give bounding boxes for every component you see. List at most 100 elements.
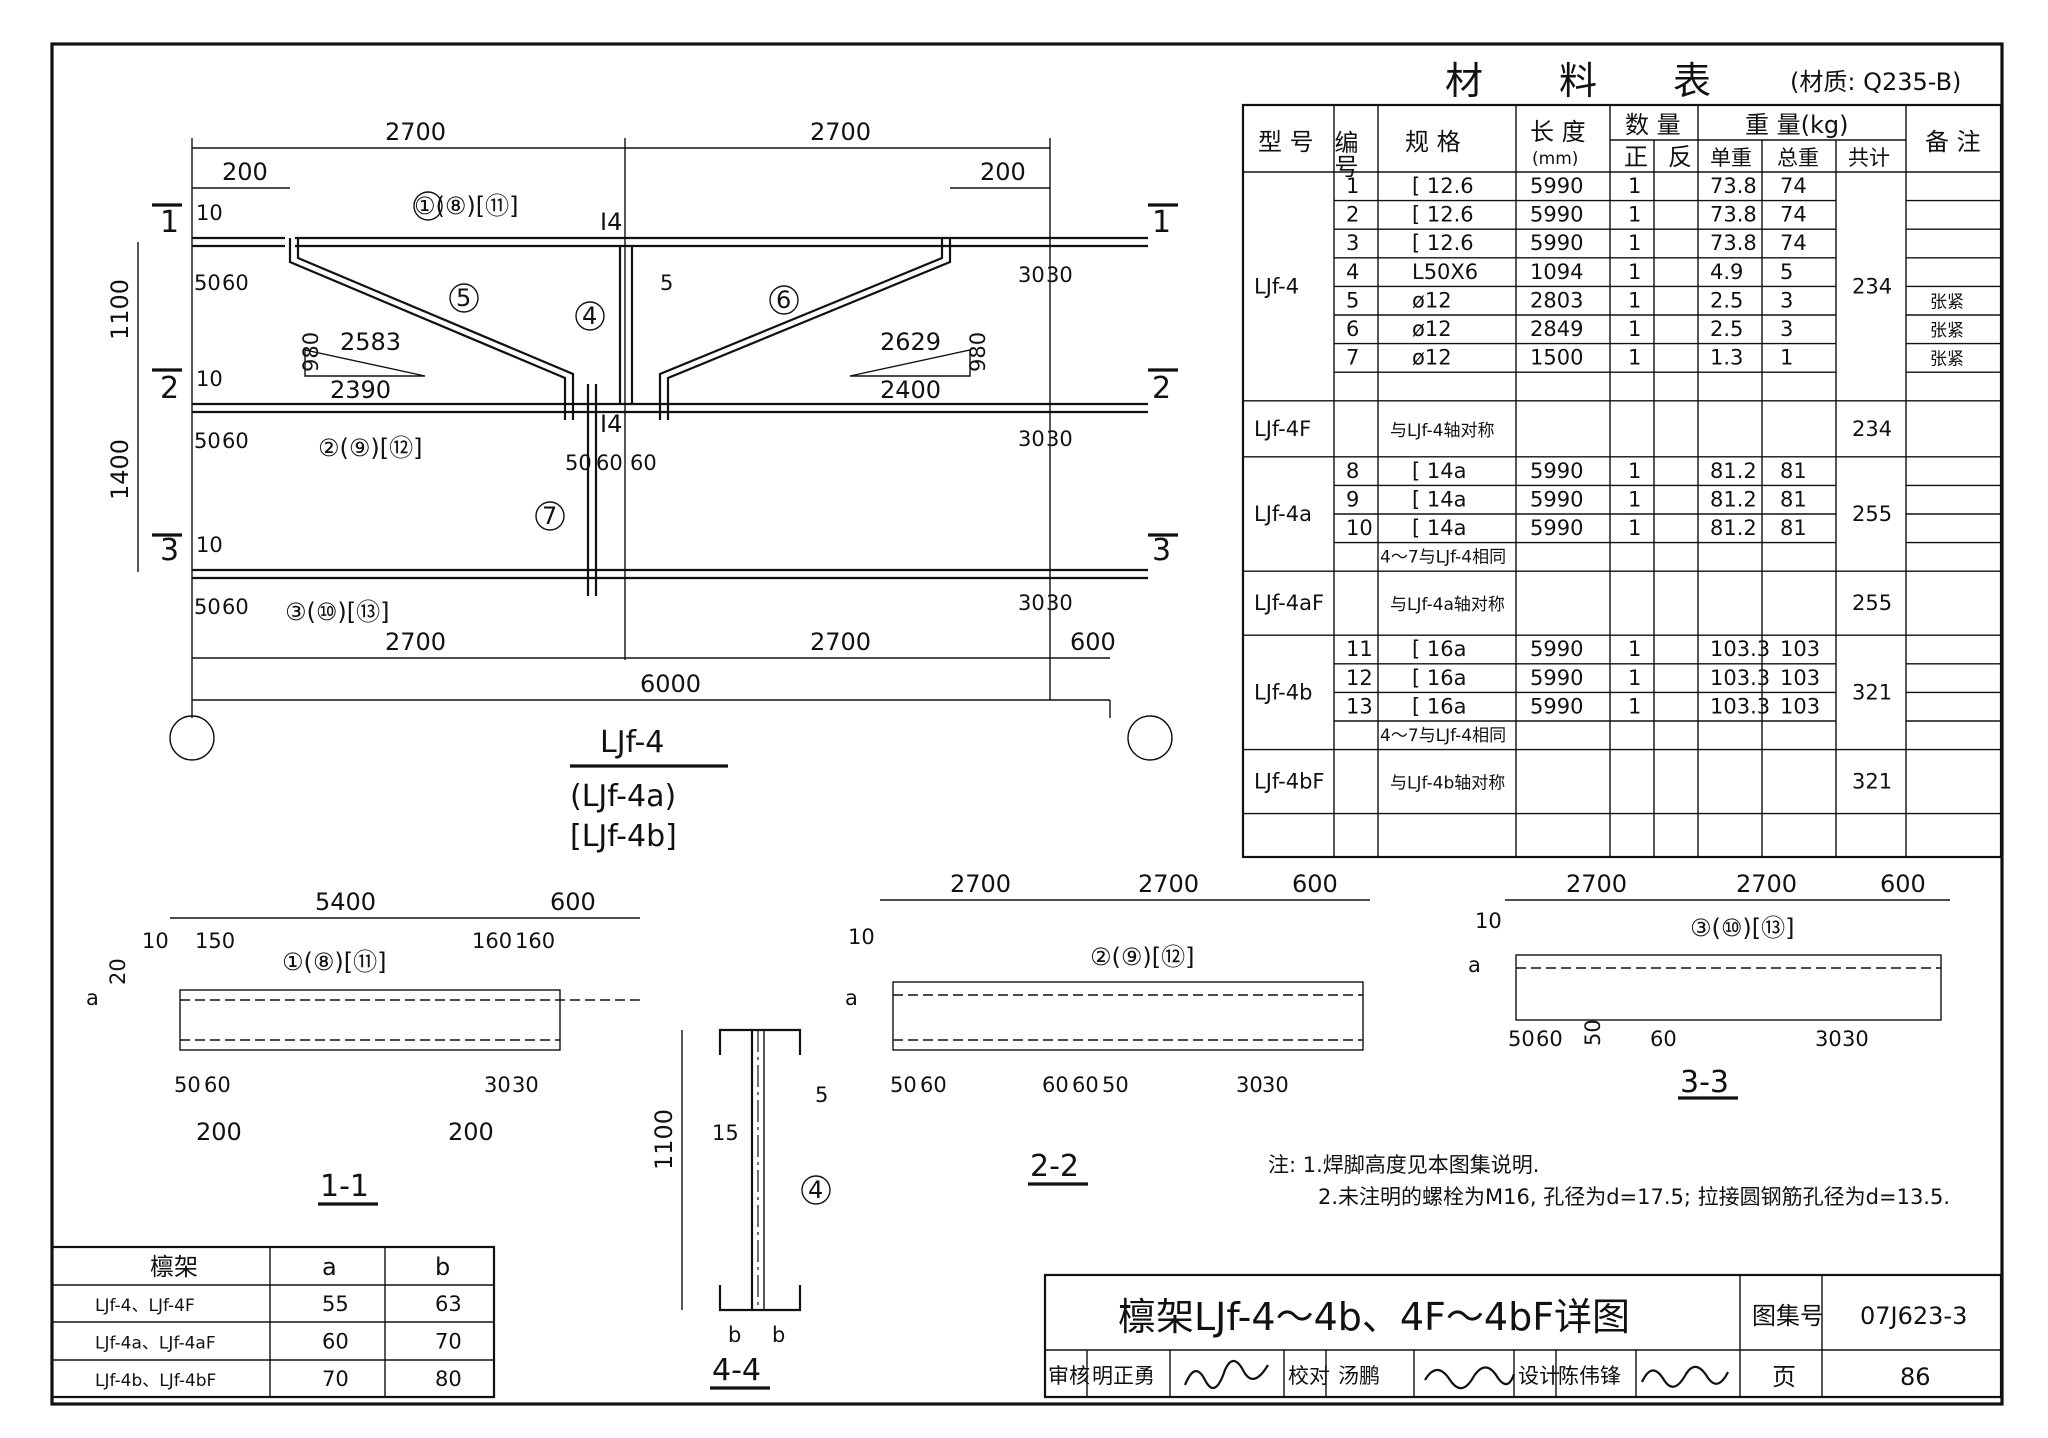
dim-60-r3: 60 (222, 595, 249, 619)
dim-30-r1b: 30 (1046, 263, 1073, 287)
mt-cell-type: LJf-4a (1254, 502, 1312, 526)
checker-signature (1424, 1366, 1516, 1390)
ab-header-cell: b (435, 1253, 450, 1281)
mt-cell-unit: 103.3 (1710, 637, 1770, 661)
mt-cell-length: 5990 (1530, 231, 1583, 255)
drawing-title: 檩架LJf-4～4b、4F～4bF详图 (1118, 1295, 1630, 1339)
ab-cell: 60 (322, 1330, 349, 1354)
section-mark-1-left: 1 (160, 205, 179, 240)
mt-cell-spec: ø12 (1412, 288, 1452, 312)
th-weight: 重 量(kg) (1745, 111, 1849, 139)
th-total: 总重 (1777, 146, 1819, 170)
section-i4-bottom: I4 (600, 410, 622, 438)
section-2-2: 2700 2700 600 10 a ②(⑨)[⑫] 50 60 60 60 5… (845, 870, 1370, 1186)
mt-cell-sum: 255 (1852, 502, 1892, 526)
mt-cell-length: 5990 (1530, 666, 1583, 690)
purlin-row-2 (192, 402, 1148, 414)
mt-cell-front: 1 (1628, 317, 1641, 341)
s22-dim-2700b: 2700 (1138, 870, 1199, 898)
mt-cell-total: 74 (1780, 203, 1807, 227)
mt-cell-front: 1 (1628, 346, 1641, 370)
mt-cell-type: LJf-4aF (1254, 591, 1324, 615)
purlin-row-3 (192, 568, 1148, 580)
dim-2700-bot-left: 2700 (385, 628, 446, 656)
s44-label: 4-4 (712, 1353, 761, 1388)
dim-2629: 2629 (880, 328, 941, 356)
plan-subtitle-b: [LJf-4b] (570, 819, 677, 854)
dim-10-r3: 10 (196, 533, 223, 557)
mt-cell-length: 1500 (1530, 346, 1583, 370)
axis-bubble-right (1127, 715, 1173, 761)
ab-cell: 70 (322, 1367, 349, 1391)
design-label: 设计 (1518, 1364, 1560, 1388)
mt-cell-unit: 73.8 (1710, 203, 1757, 227)
mt-cell-spec: [ 16a (1412, 666, 1466, 690)
s33-label: 3-3 (1680, 1065, 1729, 1100)
mt-cell-length: 1094 (1530, 260, 1583, 284)
note-1: 注: 1.焊脚高度见本图集说明. (1268, 1153, 1539, 1177)
weld-5: 5 (660, 271, 673, 295)
dim-60-center-b: 60 (630, 451, 657, 475)
s11-dim-150: 150 (195, 929, 235, 953)
mt-cell-note: 与LJf-4b轴对称 (1390, 774, 1505, 794)
s44-weld-5: 5 (815, 1083, 828, 1107)
mt-cell-spec: [ 16a (1412, 694, 1466, 718)
purlin-row-1 (192, 236, 1148, 248)
notes: 注: 1.焊脚高度见本图集说明. 2.未注明的螺栓为M16, 孔径为d=17.5… (1268, 1153, 1950, 1209)
th-back: 反 (1668, 143, 1692, 171)
mt-cell-sum: 321 (1852, 680, 1892, 704)
dim-1100: 1100 (106, 279, 134, 340)
s22-dim-50b: 50 (1102, 1073, 1129, 1097)
mt-cell-total: 3 (1780, 317, 1793, 341)
s22-label: 2-2 (1030, 1149, 1079, 1184)
mt-cell-no: 5 (1346, 288, 1359, 312)
mt-cell-total: 5 (1780, 260, 1793, 284)
dim-2700-bot-right: 2700 (810, 628, 871, 656)
th-unit: 单重 (1710, 146, 1752, 170)
s22-dim-50a: 50 (890, 1073, 917, 1097)
plan-view: 2700 2700 200 200 1 2 3 1 2 3 (106, 118, 1178, 854)
reviewer-name: 明正勇 (1092, 1364, 1155, 1388)
mt-cell-total: 103 (1780, 694, 1820, 718)
review-label: 审核 (1048, 1364, 1090, 1388)
mt-cell-remark: 张紧 (1930, 350, 1964, 370)
mt-cell-total: 81 (1780, 459, 1807, 483)
dim-200-right: 200 (980, 158, 1026, 186)
s22-dim-60c: 60 (1072, 1073, 1099, 1097)
ab-header-cell: a (322, 1253, 337, 1281)
mt-cell-front: 1 (1628, 694, 1641, 718)
s11-dim-200a: 200 (196, 1118, 242, 1146)
dim-600-bot: 600 (1070, 628, 1116, 656)
member-label-1: ①(⑧)[⑪] (414, 192, 518, 220)
s22-member-label: ②(⑨)[⑫] (1090, 943, 1194, 971)
note-2: 2.未注明的螺栓为M16, 孔径为d=17.5; 拉接圆钢筋孔径为d=13.5. (1318, 1185, 1950, 1209)
mt-cell-remark: 张紧 (1930, 292, 1964, 312)
section-1-1: 5400 600 10 150 160 160 20 a ①(⑧)[⑪] 50 … (86, 888, 640, 1206)
section-mark-3-right: 3 (1152, 533, 1171, 568)
member-label-4: 4 (582, 302, 597, 330)
s11-member-label: ①(⑧)[⑪] (282, 948, 386, 976)
material-table: 材 料 表 (材质: Q235-B) 型 号 编号 规 格 长 度 (mm) 数… (1241, 59, 2003, 859)
mt-cell-type: LJf-4b (1254, 680, 1312, 704)
mt-cell-length: 5990 (1530, 174, 1583, 198)
mt-cell-front: 1 (1628, 487, 1641, 511)
s11-dim-160a: 160 (472, 929, 512, 953)
plan-subtitle-a: (LJf-4a) (570, 779, 676, 814)
dim-2400: 2400 (880, 376, 941, 404)
mt-cell-type: LJf-4bF (1254, 770, 1325, 794)
reviewer-signature (1183, 1359, 1269, 1390)
mt-cell-total: 103 (1780, 666, 1820, 690)
designer-name: 陈伟锋 (1558, 1364, 1621, 1388)
mt-cell-spec: [ 12.6 (1412, 203, 1474, 227)
s33-dim-2700a: 2700 (1566, 870, 1627, 898)
mt-cell-unit: 73.8 (1710, 231, 1757, 255)
s22-dim-30a: 30 (1236, 1073, 1263, 1097)
s44-dim-b2: b (772, 1323, 785, 1347)
mt-cell-type: LJf-4F (1254, 417, 1311, 441)
s33-dim-2700b: 2700 (1736, 870, 1797, 898)
ab-cell: LJf-4a、LJf-4aF (95, 1334, 216, 1354)
mt-cell-front: 1 (1628, 174, 1641, 198)
mt-cell-total: 103 (1780, 637, 1820, 661)
